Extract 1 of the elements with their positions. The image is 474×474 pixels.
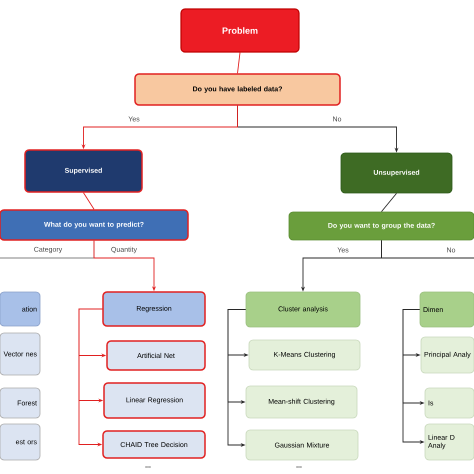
decision-box: Problem <box>180 8 300 53</box>
